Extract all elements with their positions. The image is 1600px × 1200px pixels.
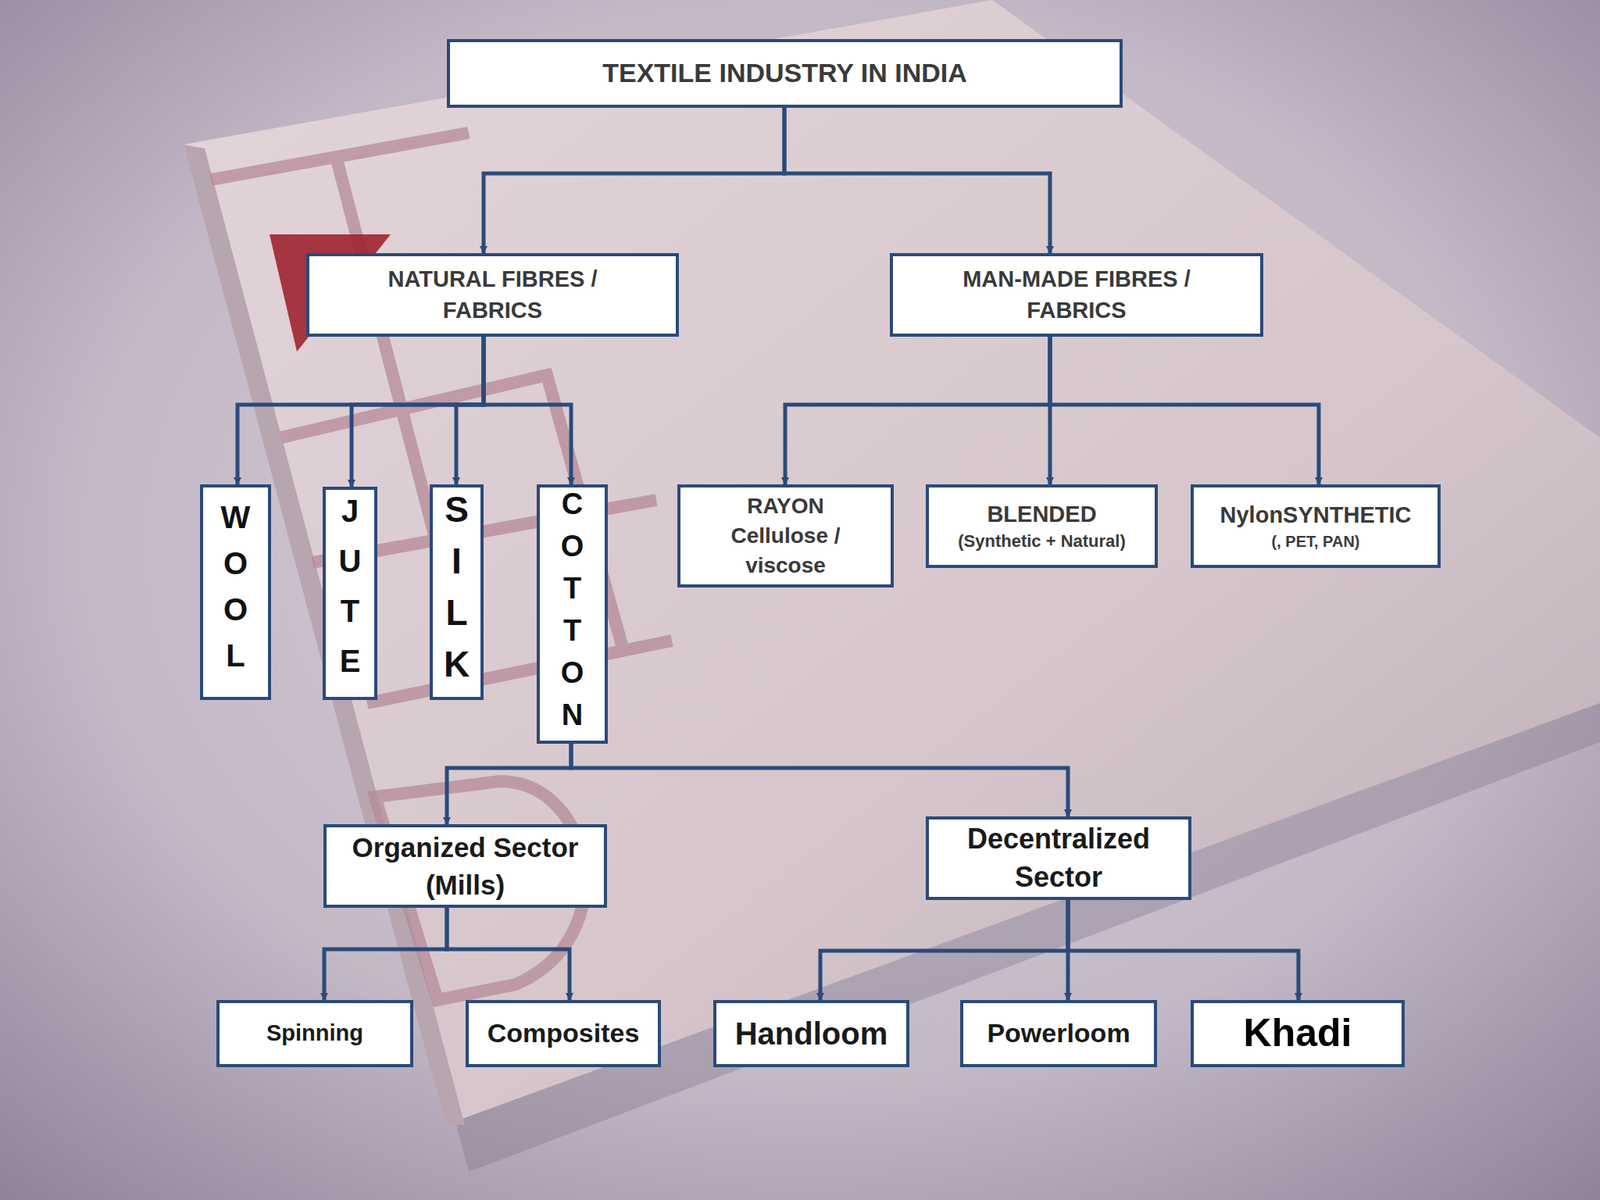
tree-connector bbox=[784, 107, 1050, 254]
tree-connector bbox=[351, 336, 484, 487]
leaf-box: Handloom bbox=[713, 1000, 910, 1068]
book-cover bbox=[183, 0, 1600, 1125]
vertical-label: JUTE bbox=[334, 493, 366, 694]
tree-connector bbox=[324, 907, 447, 1000]
leaf-box: Composites bbox=[465, 1000, 661, 1068]
node-label: Organized Sector (Mills) bbox=[348, 828, 583, 904]
leaf-box: Spinning bbox=[216, 1000, 414, 1068]
node-label: RAYON bbox=[746, 491, 825, 522]
tree-connector bbox=[456, 336, 484, 485]
node-sublabel: (Synthetic + Natural) bbox=[957, 529, 1126, 554]
node-label: NylonSYNTHETIC bbox=[1220, 500, 1412, 531]
node-label: BLENDED bbox=[986, 499, 1097, 530]
node-label: Decentralized Sector bbox=[960, 820, 1157, 897]
tree-connector bbox=[820, 900, 1068, 1000]
node-label: Khadi bbox=[1243, 1007, 1353, 1061]
node-label: Handloom bbox=[735, 1012, 889, 1055]
node-sublabel: (, PET, PAN) bbox=[1271, 531, 1361, 553]
tree-connector bbox=[446, 907, 570, 1000]
category-box: NATURAL FIBRES / FABRICS bbox=[306, 253, 679, 337]
node-label: Composites bbox=[487, 1015, 640, 1052]
tree-connector bbox=[1067, 900, 1299, 1000]
tree-connector bbox=[483, 107, 785, 254]
fibre-box: BLENDED(Synthetic + Natural) bbox=[925, 484, 1158, 568]
fibre-box: JUTE bbox=[322, 486, 378, 700]
category-box: MAN-MADE FIBRES / FABRICS bbox=[889, 253, 1264, 337]
fibre-box: SILK bbox=[429, 484, 484, 700]
vertical-label: SILK bbox=[439, 489, 475, 696]
tree-connector bbox=[571, 743, 1068, 817]
leaf-box: Powerloom bbox=[960, 1000, 1158, 1068]
node-label: Powerloom bbox=[986, 1015, 1130, 1052]
node-label: Spinning bbox=[266, 1017, 364, 1049]
tree-connector bbox=[1050, 336, 1319, 485]
node-label: MAN-MADE FIBRES / FABRICS bbox=[959, 264, 1194, 325]
fibre-box: COTTON bbox=[536, 484, 608, 744]
tree-connector bbox=[785, 336, 1050, 485]
sector-box: Decentralized Sector bbox=[925, 816, 1192, 900]
node-label: TEXTILE INDUSTRY IN INDIA bbox=[602, 55, 968, 92]
fibre-box: WOOL bbox=[200, 484, 272, 700]
node-sublabel: Cellulose / viscose bbox=[719, 521, 853, 581]
sector-box: Organized Sector (Mills) bbox=[323, 824, 608, 908]
vertical-label: WOOL bbox=[220, 500, 252, 685]
fibre-box: NylonSYNTHETIC(, PET, PAN) bbox=[1190, 484, 1441, 568]
root-box: TEXTILE INDUSTRY IN INDIA bbox=[446, 39, 1123, 108]
tree-connector bbox=[446, 743, 572, 825]
tree-connector bbox=[237, 336, 484, 485]
node-label: NATURAL FIBRES / FABRICS bbox=[375, 264, 611, 325]
vertical-label: COTTON bbox=[557, 487, 588, 741]
leaf-box: Khadi bbox=[1190, 1000, 1405, 1068]
fibre-box: RAYONCellulose / viscose bbox=[677, 484, 894, 588]
tree-connector bbox=[483, 336, 572, 485]
